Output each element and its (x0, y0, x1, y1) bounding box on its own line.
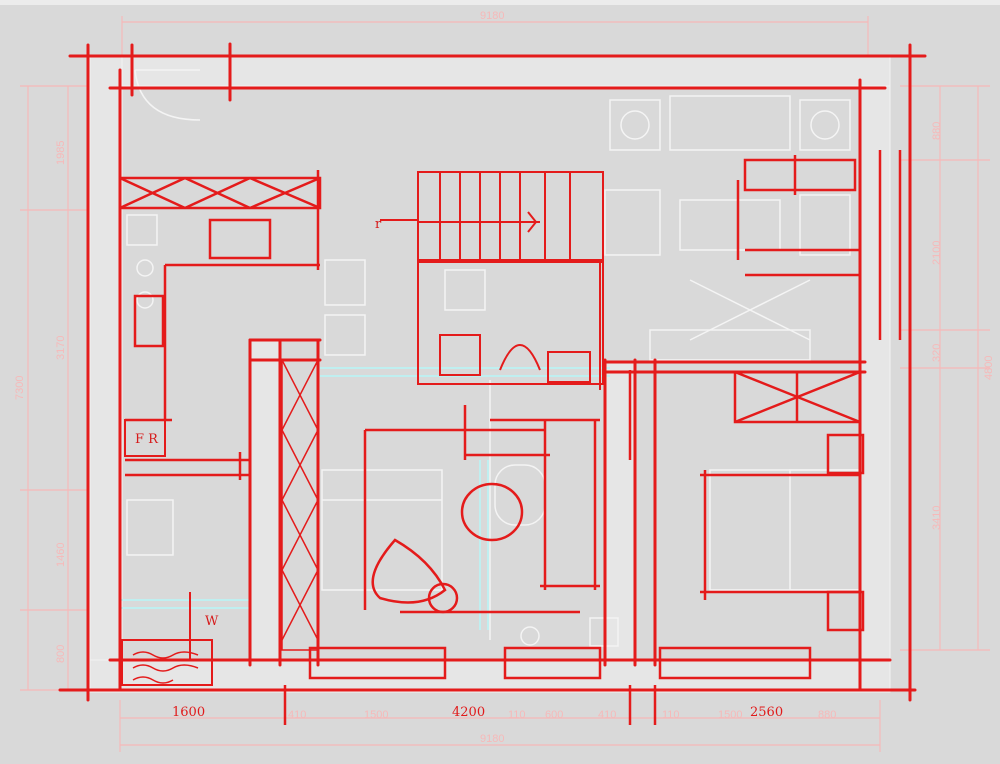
dim-bottom-seg-3-handwritten: 4200 (452, 705, 485, 720)
dim-left-seg-3: 1460 (55, 543, 67, 567)
dim-bottom-seg-10: 880 (818, 709, 836, 721)
dimension-lines (20, 16, 990, 752)
right-dining-seats (736, 150, 902, 340)
furniture-white-outlines (126, 95, 861, 647)
dim-right-seg-1: 880 (931, 122, 943, 140)
dim-bottom-seg-6: 410 (598, 709, 616, 721)
entry-tick-mark: r (375, 217, 382, 232)
bottom-windows (283, 646, 812, 725)
dim-left-total: 7300 (14, 376, 26, 400)
entry-door (134, 69, 201, 121)
dim-bottom-seg-1: 410 (288, 709, 306, 721)
dim-bottom-seg-5: 600 (545, 709, 563, 721)
dim-bottom-total: 9180 (480, 733, 504, 745)
bedroom-right (628, 370, 865, 632)
dim-left-seg-4: 800 (55, 645, 67, 663)
storage-closet (121, 639, 213, 686)
dim-bottom-seg-8: 1500 (718, 709, 742, 721)
dim-bottom-left-handwritten: 1600 (172, 705, 205, 720)
fridge: F R (124, 419, 166, 457)
bedroom-left (363, 405, 600, 614)
hall-console (417, 261, 604, 390)
kitchen-upper-cabinet (118, 170, 322, 270)
washer: W (189, 592, 219, 660)
dim-left-seg-1: 1985 (55, 141, 67, 165)
dim-top-total: 9180 (480, 10, 504, 22)
dim-right-seg-4: 3410 (931, 506, 943, 530)
dim-bottom-seg-4: 110 (508, 709, 526, 721)
dim-right-seg-2: 2100 (931, 241, 943, 265)
dim-right-seg-3: 320 (931, 344, 943, 362)
wardrobe-column (281, 359, 319, 651)
dim-left-seg-2: 3170 (55, 336, 67, 360)
washer-label: W (205, 614, 219, 629)
dim-right-total: 4800 (983, 356, 995, 380)
dim-bottom-seg-9-handwritten: 2560 (750, 705, 783, 720)
top-border-strip (0, 0, 1000, 5)
fridge-label: F R (135, 432, 159, 447)
dim-bottom-seg-2: 1500 (364, 709, 388, 721)
staircase (380, 171, 604, 261)
dim-bottom-seg-7: 110 (662, 709, 680, 721)
bedroom-round-table (371, 482, 524, 614)
